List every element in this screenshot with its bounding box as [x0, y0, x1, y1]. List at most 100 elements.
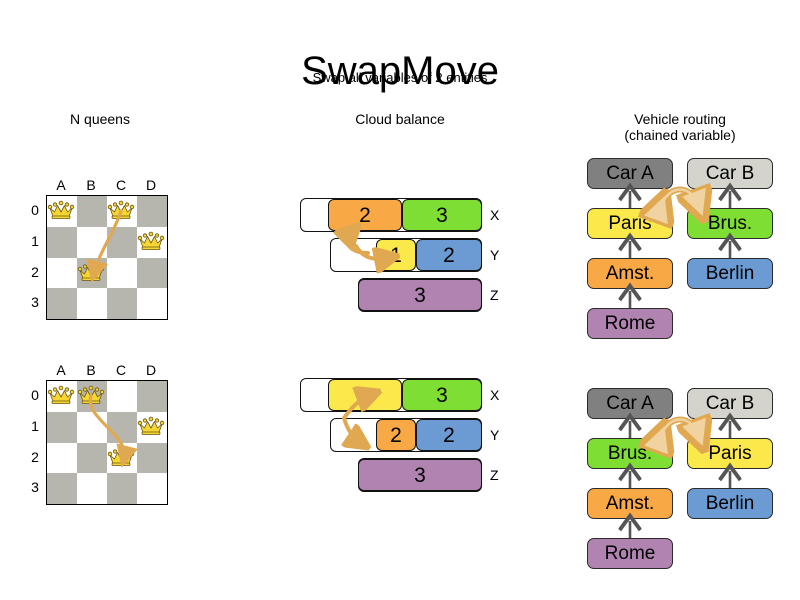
cloud-computer-label: Y: [490, 427, 500, 443]
board-file-label: D: [145, 177, 157, 193]
routing-node[interactable]: Berlin: [687, 258, 773, 289]
routing-node[interactable]: Paris: [587, 208, 673, 239]
board-cell[interactable]: [107, 473, 137, 504]
board-cell[interactable]: [47, 442, 77, 474]
board-cell[interactable]: [137, 196, 167, 227]
routing-node[interactable]: Paris: [687, 438, 773, 469]
queen-icon: [77, 385, 105, 404]
cloud-process-block[interactable]: 2: [416, 239, 482, 271]
page-subtitle: Swap all variables of 2 entities: [312, 70, 488, 85]
routing-node[interactable]: Car B: [687, 388, 773, 419]
cloud-process-block[interactable]: 3: [358, 279, 482, 311]
board-rank-label: 2: [31, 263, 39, 280]
board-file-label: B: [86, 177, 96, 193]
board-cell[interactable]: [77, 288, 107, 319]
page-title: SwapMove: [301, 48, 499, 93]
board-cell[interactable]: [137, 288, 167, 319]
board-rank-label: 0: [31, 387, 39, 403]
routing-node[interactable]: Car B: [687, 158, 773, 189]
board-rank-label: 2: [31, 448, 39, 465]
board-cell[interactable]: [137, 381, 167, 412]
board-cell[interactable]: [137, 257, 167, 289]
board-cell[interactable]: [47, 473, 77, 504]
board-cell[interactable]: [47, 257, 77, 289]
queen-icon: [107, 447, 135, 466]
board-cell[interactable]: [107, 257, 137, 289]
routing-node[interactable]: Rome: [587, 538, 673, 569]
queen-piece[interactable]: [137, 416, 165, 436]
board-rank-label: 0: [31, 202, 39, 218]
cloud-process-block[interactable]: 2: [328, 199, 402, 231]
routing-node[interactable]: Car A: [587, 158, 673, 189]
routing-node[interactable]: Amst.: [587, 258, 673, 289]
board-cell[interactable]: [107, 288, 137, 319]
routing-node[interactable]: Brus.: [587, 438, 673, 469]
board-rank-label: 1: [31, 417, 39, 434]
board-rank-label: 3: [31, 479, 39, 496]
queen-piece[interactable]: [77, 262, 105, 282]
column-header-vehicle-routing-line1: Vehicle routing: [634, 111, 726, 127]
cloud-process-block[interactable]: 3: [402, 379, 482, 411]
queen-piece[interactable]: [107, 200, 135, 220]
queen-piece[interactable]: [47, 200, 75, 220]
routing-node[interactable]: Amst.: [587, 488, 673, 519]
board-rank-label: 1: [31, 232, 39, 249]
cloud-computer-label: Z: [490, 467, 499, 483]
board-cell[interactable]: [47, 226, 77, 258]
cloud-process-block[interactable]: 3: [402, 199, 482, 231]
queen-piece[interactable]: [137, 231, 165, 251]
board-cell[interactable]: [137, 442, 167, 474]
queen-icon: [137, 416, 165, 435]
board-file-label: A: [56, 362, 66, 378]
board-cell[interactable]: [137, 473, 167, 504]
cloud-process-block[interactable]: 1: [376, 239, 416, 271]
cloud-computer-label: X: [490, 387, 500, 403]
cloud-process-block[interactable]: 1: [328, 379, 402, 411]
board-rank-label: 3: [31, 294, 39, 311]
board-cell[interactable]: [77, 442, 107, 474]
cloud-process-block[interactable]: 3: [358, 459, 482, 491]
board-cell[interactable]: [77, 226, 107, 258]
routing-node[interactable]: Rome: [587, 308, 673, 339]
cloud-process-block[interactable]: 2: [416, 419, 482, 451]
board-file-label: B: [86, 362, 96, 378]
routing-node[interactable]: Berlin: [687, 488, 773, 519]
cloud-computer-label: Y: [490, 247, 500, 263]
board-cell[interactable]: [107, 226, 137, 258]
cloud-process-block[interactable]: 2: [376, 419, 416, 451]
queen-icon: [137, 231, 165, 250]
queen-piece[interactable]: [77, 385, 105, 405]
queen-icon: [47, 200, 75, 219]
board-cell[interactable]: [77, 196, 107, 227]
cloud-computer-label: X: [490, 207, 500, 223]
routing-node[interactable]: Brus.: [687, 208, 773, 239]
board-cell[interactable]: [77, 411, 107, 443]
board-file-label: D: [145, 362, 157, 378]
board-cell[interactable]: [47, 288, 77, 319]
queen-icon: [47, 385, 75, 404]
column-header-vehicle-routing-line2: (chained variable): [624, 127, 736, 143]
board-cell[interactable]: [107, 411, 137, 443]
queen-piece[interactable]: [47, 385, 75, 405]
board-cell[interactable]: [77, 473, 107, 504]
routing-node[interactable]: Car A: [587, 388, 673, 419]
board-file-label: C: [115, 177, 127, 193]
column-header-cloud-balance: Cloud balance: [355, 111, 445, 127]
cloud-computer-label: Z: [490, 287, 499, 303]
board-cell[interactable]: [47, 411, 77, 443]
queen-icon: [77, 262, 105, 281]
queen-piece[interactable]: [107, 447, 135, 467]
board-cell[interactable]: [107, 381, 137, 412]
